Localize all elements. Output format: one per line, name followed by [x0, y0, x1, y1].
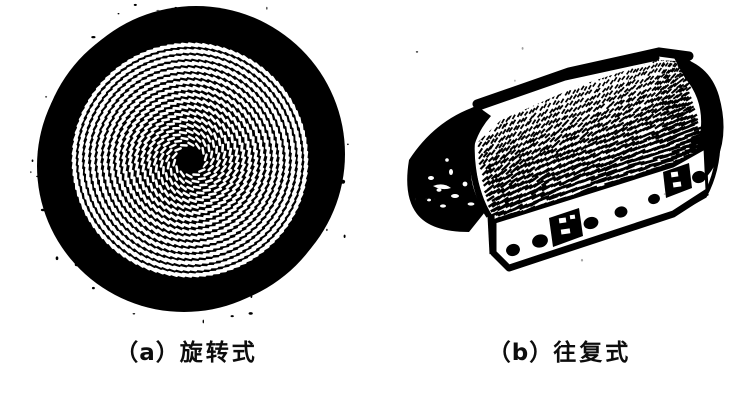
figure-panel-a: （a）旋转式 — [0, 3, 373, 368]
screen-mounting-flange — [493, 135, 709, 268]
reciprocating-screen-diagram — [407, 47, 724, 272]
caption-tag-a: （a） — [115, 340, 180, 366]
scan-speckles — [414, 47, 666, 262]
caption-panel-a: （a）旋转式 — [0, 340, 373, 368]
scan-speckles — [30, 3, 349, 324]
caption-text-b: 往复式 — [553, 340, 632, 366]
flange-square-plate — [549, 208, 583, 247]
disc-perforation-field — [71, 42, 309, 278]
rotary-disc-diagram — [30, 3, 349, 324]
caption-text-a: 旋转式 — [179, 340, 258, 366]
disc-hub — [177, 148, 204, 172]
caption-tag-b: （b） — [487, 340, 554, 366]
flange-bolt-hole — [506, 135, 706, 257]
caption-panel-b: （b）往复式 — [373, 340, 746, 368]
screen-near-end-opening — [407, 106, 491, 232]
screen-perforation-field — [476, 60, 707, 223]
flange-square-plate — [663, 163, 692, 198]
figure-panel-b: （b）往复式 — [373, 0, 746, 406]
